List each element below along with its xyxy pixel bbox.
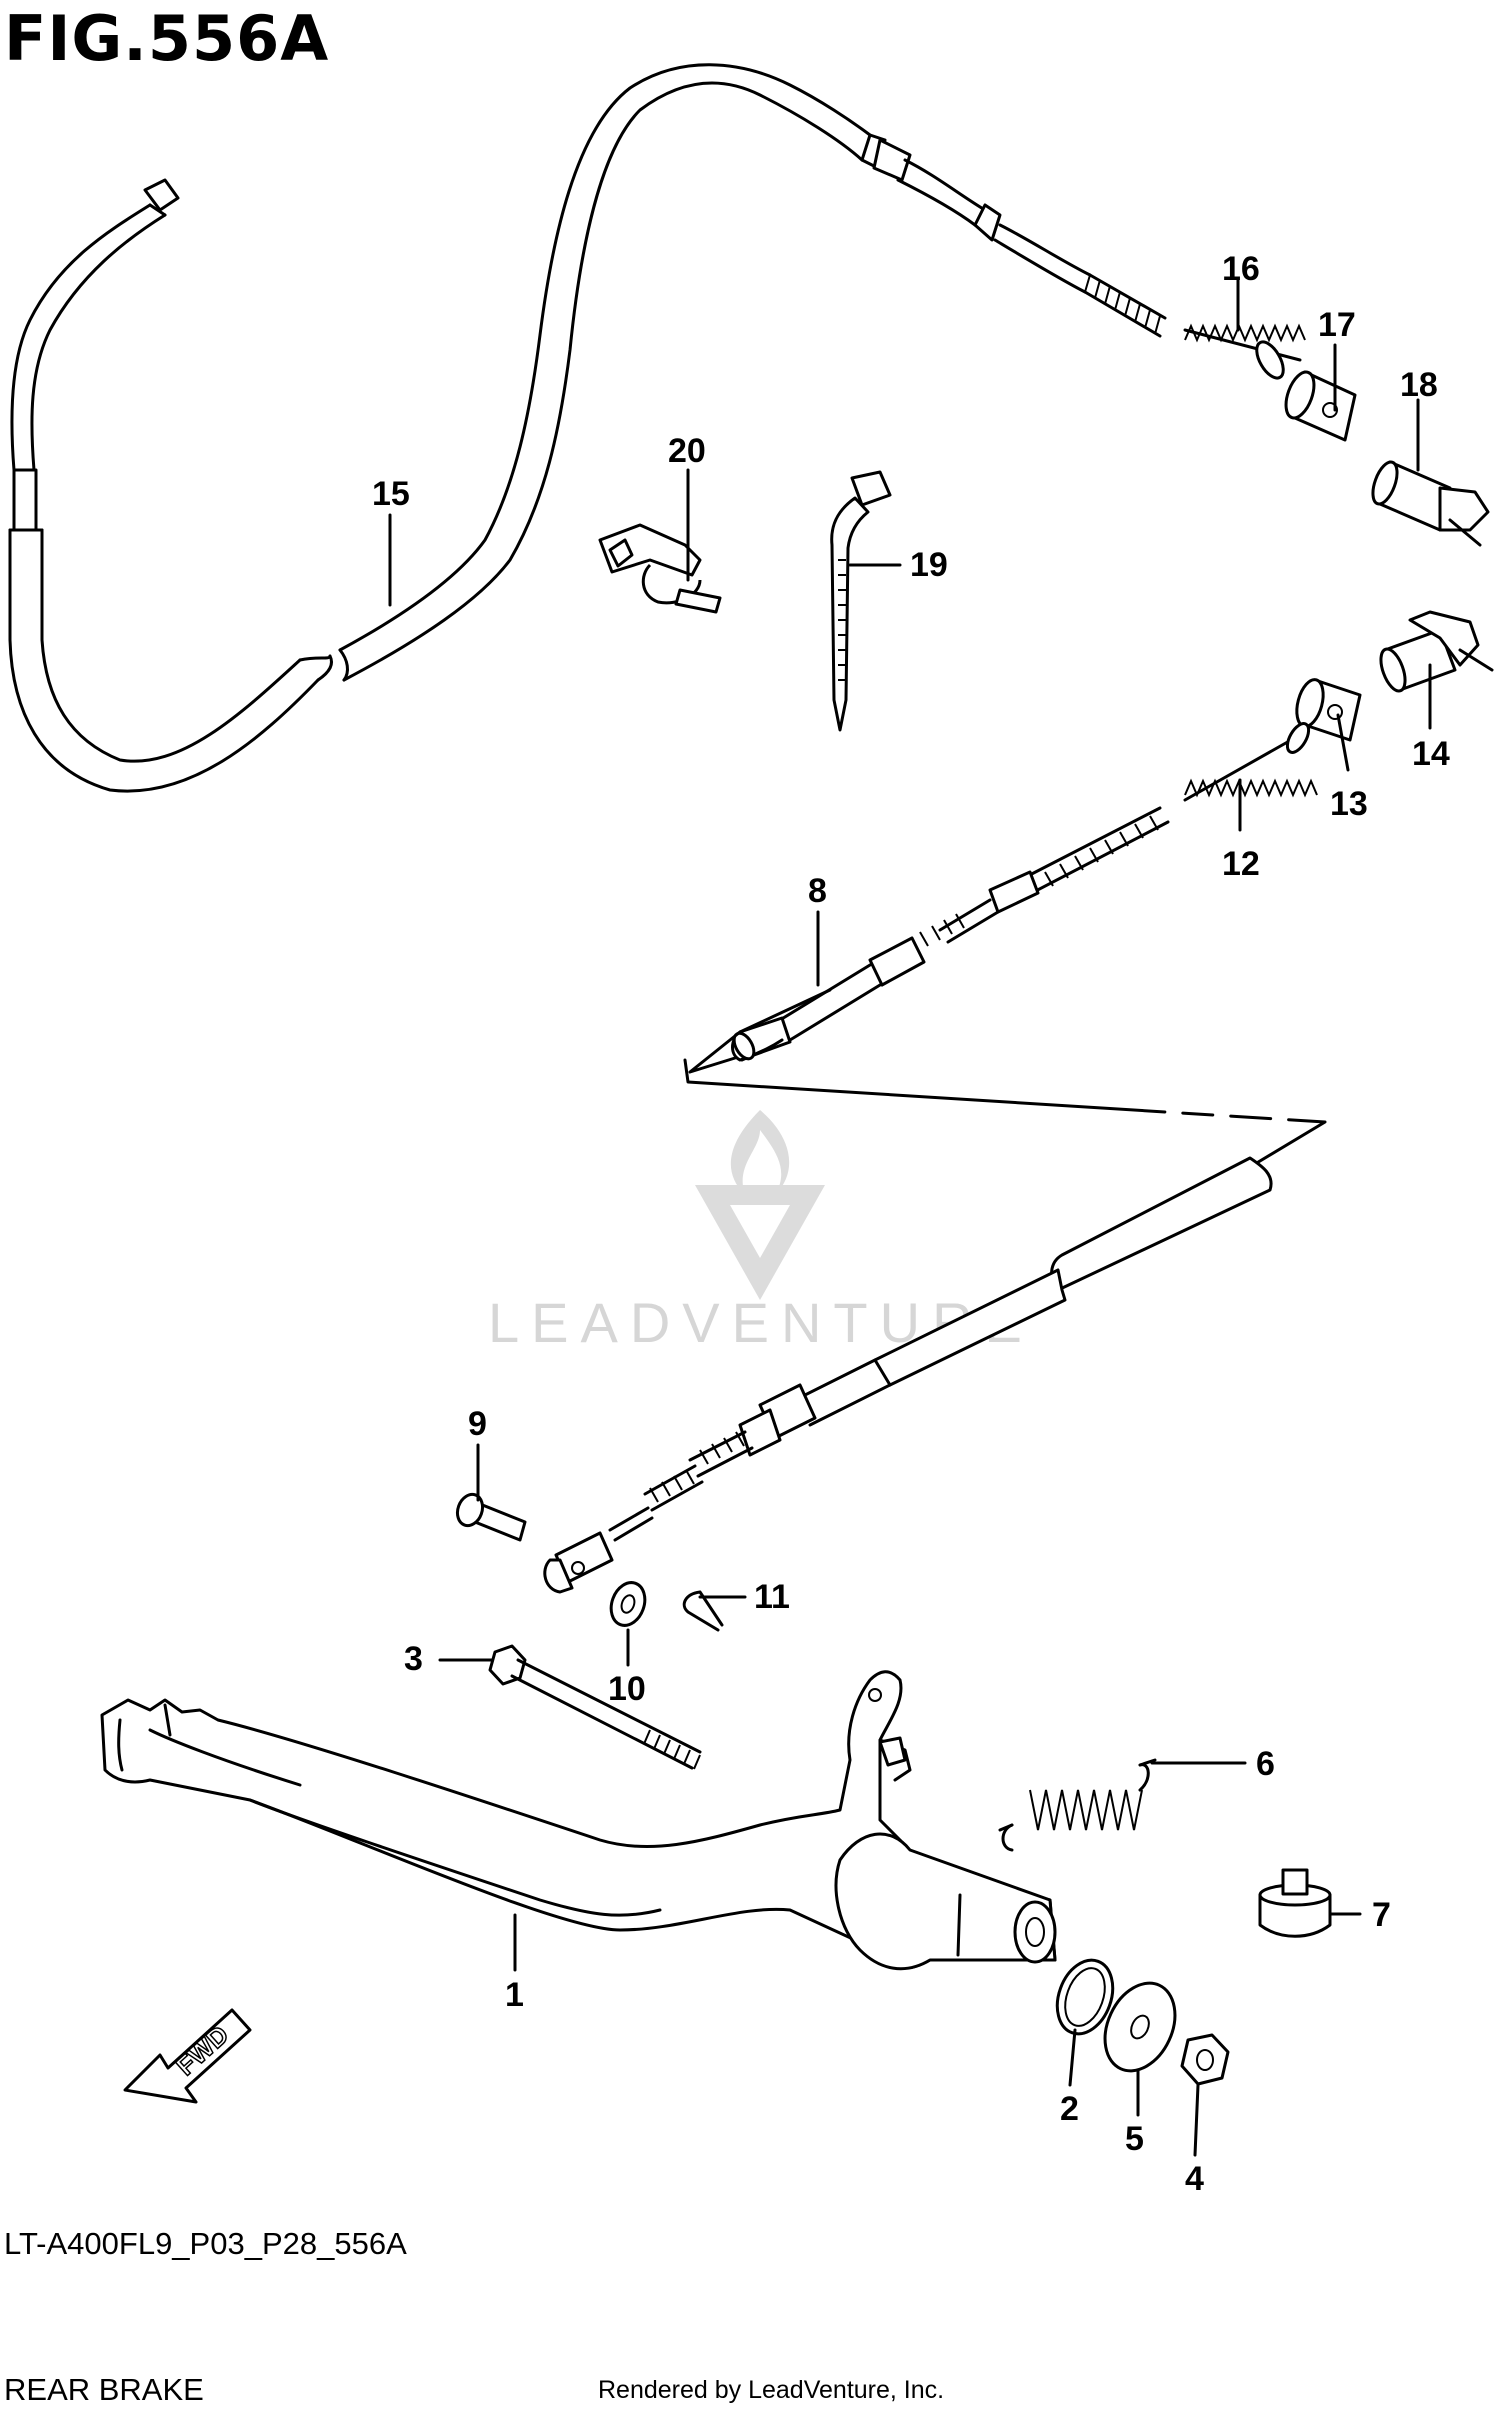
callout-13: 13 <box>1330 785 1368 823</box>
callout-12: 12 <box>1222 845 1260 883</box>
cable-break-zigzag <box>683 1058 1327 1172</box>
callout-10: 10 <box>608 1670 646 1708</box>
leader-lines <box>388 278 1432 2157</box>
part-15-brake-cable <box>8 63 1167 793</box>
callout-7: 7 <box>1372 1896 1391 1934</box>
callout-1: 1 <box>505 1976 524 2014</box>
part-13-joint <box>1295 678 1362 742</box>
fwd-arrow-icon: FWD <box>123 2008 252 2104</box>
figure-name: REAR BRAKE <box>4 2372 204 2407</box>
part-8-brake-cable <box>688 806 1170 1074</box>
watermark-logo: LEADVENTURE <box>488 1110 1022 1354</box>
callout-6: 6 <box>1256 1745 1275 1783</box>
part-1-brake-pedal <box>100 1670 1057 1971</box>
part-7-screw <box>1258 1868 1332 1938</box>
callout-19: 19 <box>910 546 948 584</box>
part-12-spring <box>1183 722 1318 802</box>
part-2-o-ring <box>1055 1958 1115 2036</box>
part-20-clamp <box>598 523 722 614</box>
part-9-clevis-pin <box>455 1492 527 1542</box>
callout-20: 20 <box>668 432 706 470</box>
callout-16: 16 <box>1222 250 1260 288</box>
callout-9: 9 <box>468 1405 487 1443</box>
callout-18: 18 <box>1400 366 1438 404</box>
callout-14: 14 <box>1412 735 1450 773</box>
rendered-by-credit: Rendered by LeadVenture, Inc. <box>598 2376 945 2404</box>
part-6-return-spring <box>998 1758 1157 1852</box>
callout-15: 15 <box>372 475 410 513</box>
part-17-joint <box>1284 370 1357 442</box>
part-16-spring <box>1183 323 1306 380</box>
callout-2: 2 <box>1060 2090 1079 2128</box>
callout-5: 5 <box>1125 2120 1144 2158</box>
callout-8: 8 <box>808 872 827 910</box>
callout-17: 17 <box>1318 306 1356 344</box>
figure-code: LT-A400FL9_P03_P28_556A <box>4 2226 407 2261</box>
part-8-brake-cable-lower <box>543 1156 1273 1594</box>
callout-11: 11 <box>754 1578 790 1616</box>
part-14-clevis <box>1379 610 1494 693</box>
part-19-cable-tie <box>830 470 892 732</box>
part-5-washer <box>1103 1981 1177 2073</box>
callout-4: 4 <box>1185 2160 1204 2198</box>
figure-title: FIG.556A <box>4 2 330 75</box>
part-18-clevis <box>1371 460 1490 547</box>
part-3-bolt <box>488 1644 702 1770</box>
callout-3: 3 <box>404 1640 423 1678</box>
part-10-washer <box>609 1581 647 1627</box>
part-4-nut <box>1180 2033 1230 2086</box>
